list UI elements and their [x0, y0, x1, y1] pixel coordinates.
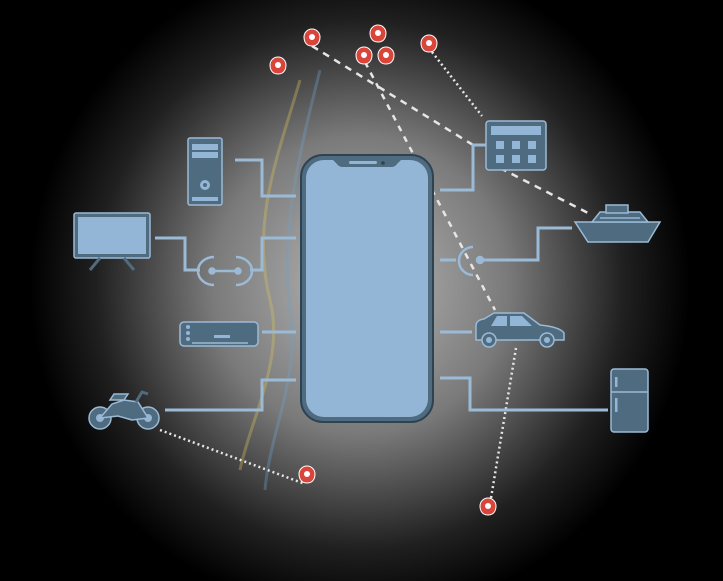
- boat-icon: [573, 204, 662, 243]
- phone-camera: [381, 161, 385, 165]
- route-line: [488, 347, 518, 505]
- phone-speaker: [349, 161, 377, 164]
- connector-line: [235, 158, 296, 198]
- fridge-icon: [610, 368, 649, 433]
- tv-icon: [73, 212, 151, 271]
- connector-line: [165, 378, 296, 412]
- map-pin-icon: [369, 24, 387, 43]
- phone-screen: [306, 160, 428, 417]
- map-pin-icon: [298, 465, 316, 484]
- map-pin-icon: [377, 46, 395, 65]
- map-pin-icon: [355, 46, 373, 65]
- computer-tower-icon: [187, 137, 223, 206]
- car-icon: [475, 312, 565, 348]
- connector-line: [480, 226, 572, 262]
- route-line: [311, 44, 479, 150]
- map-pin-icon: [269, 56, 287, 75]
- keypad-panel-icon: [485, 120, 547, 171]
- connector-line: [250, 236, 296, 272]
- connector-line: [440, 376, 608, 412]
- map-road: [238, 79, 302, 471]
- map-river: [263, 69, 322, 491]
- route-line: [431, 51, 483, 117]
- map-pin-icon: [303, 28, 321, 47]
- map-pin-icon: [420, 34, 438, 53]
- fiber-link-icon: [196, 255, 254, 287]
- connector-line: [440, 143, 486, 192]
- route-line: [499, 166, 591, 216]
- map-pin-icon: [479, 497, 497, 516]
- routes: [159, 44, 591, 505]
- connector-line: [155, 236, 200, 272]
- map-background: [238, 69, 322, 491]
- route-line: [159, 428, 306, 486]
- signal-arc-icon: [457, 245, 485, 277]
- motorbike-icon: [88, 390, 160, 430]
- route-line: [363, 61, 497, 311]
- smartphone: [300, 154, 434, 423]
- air-conditioner-icon: [179, 321, 259, 347]
- connectors: [155, 143, 608, 412]
